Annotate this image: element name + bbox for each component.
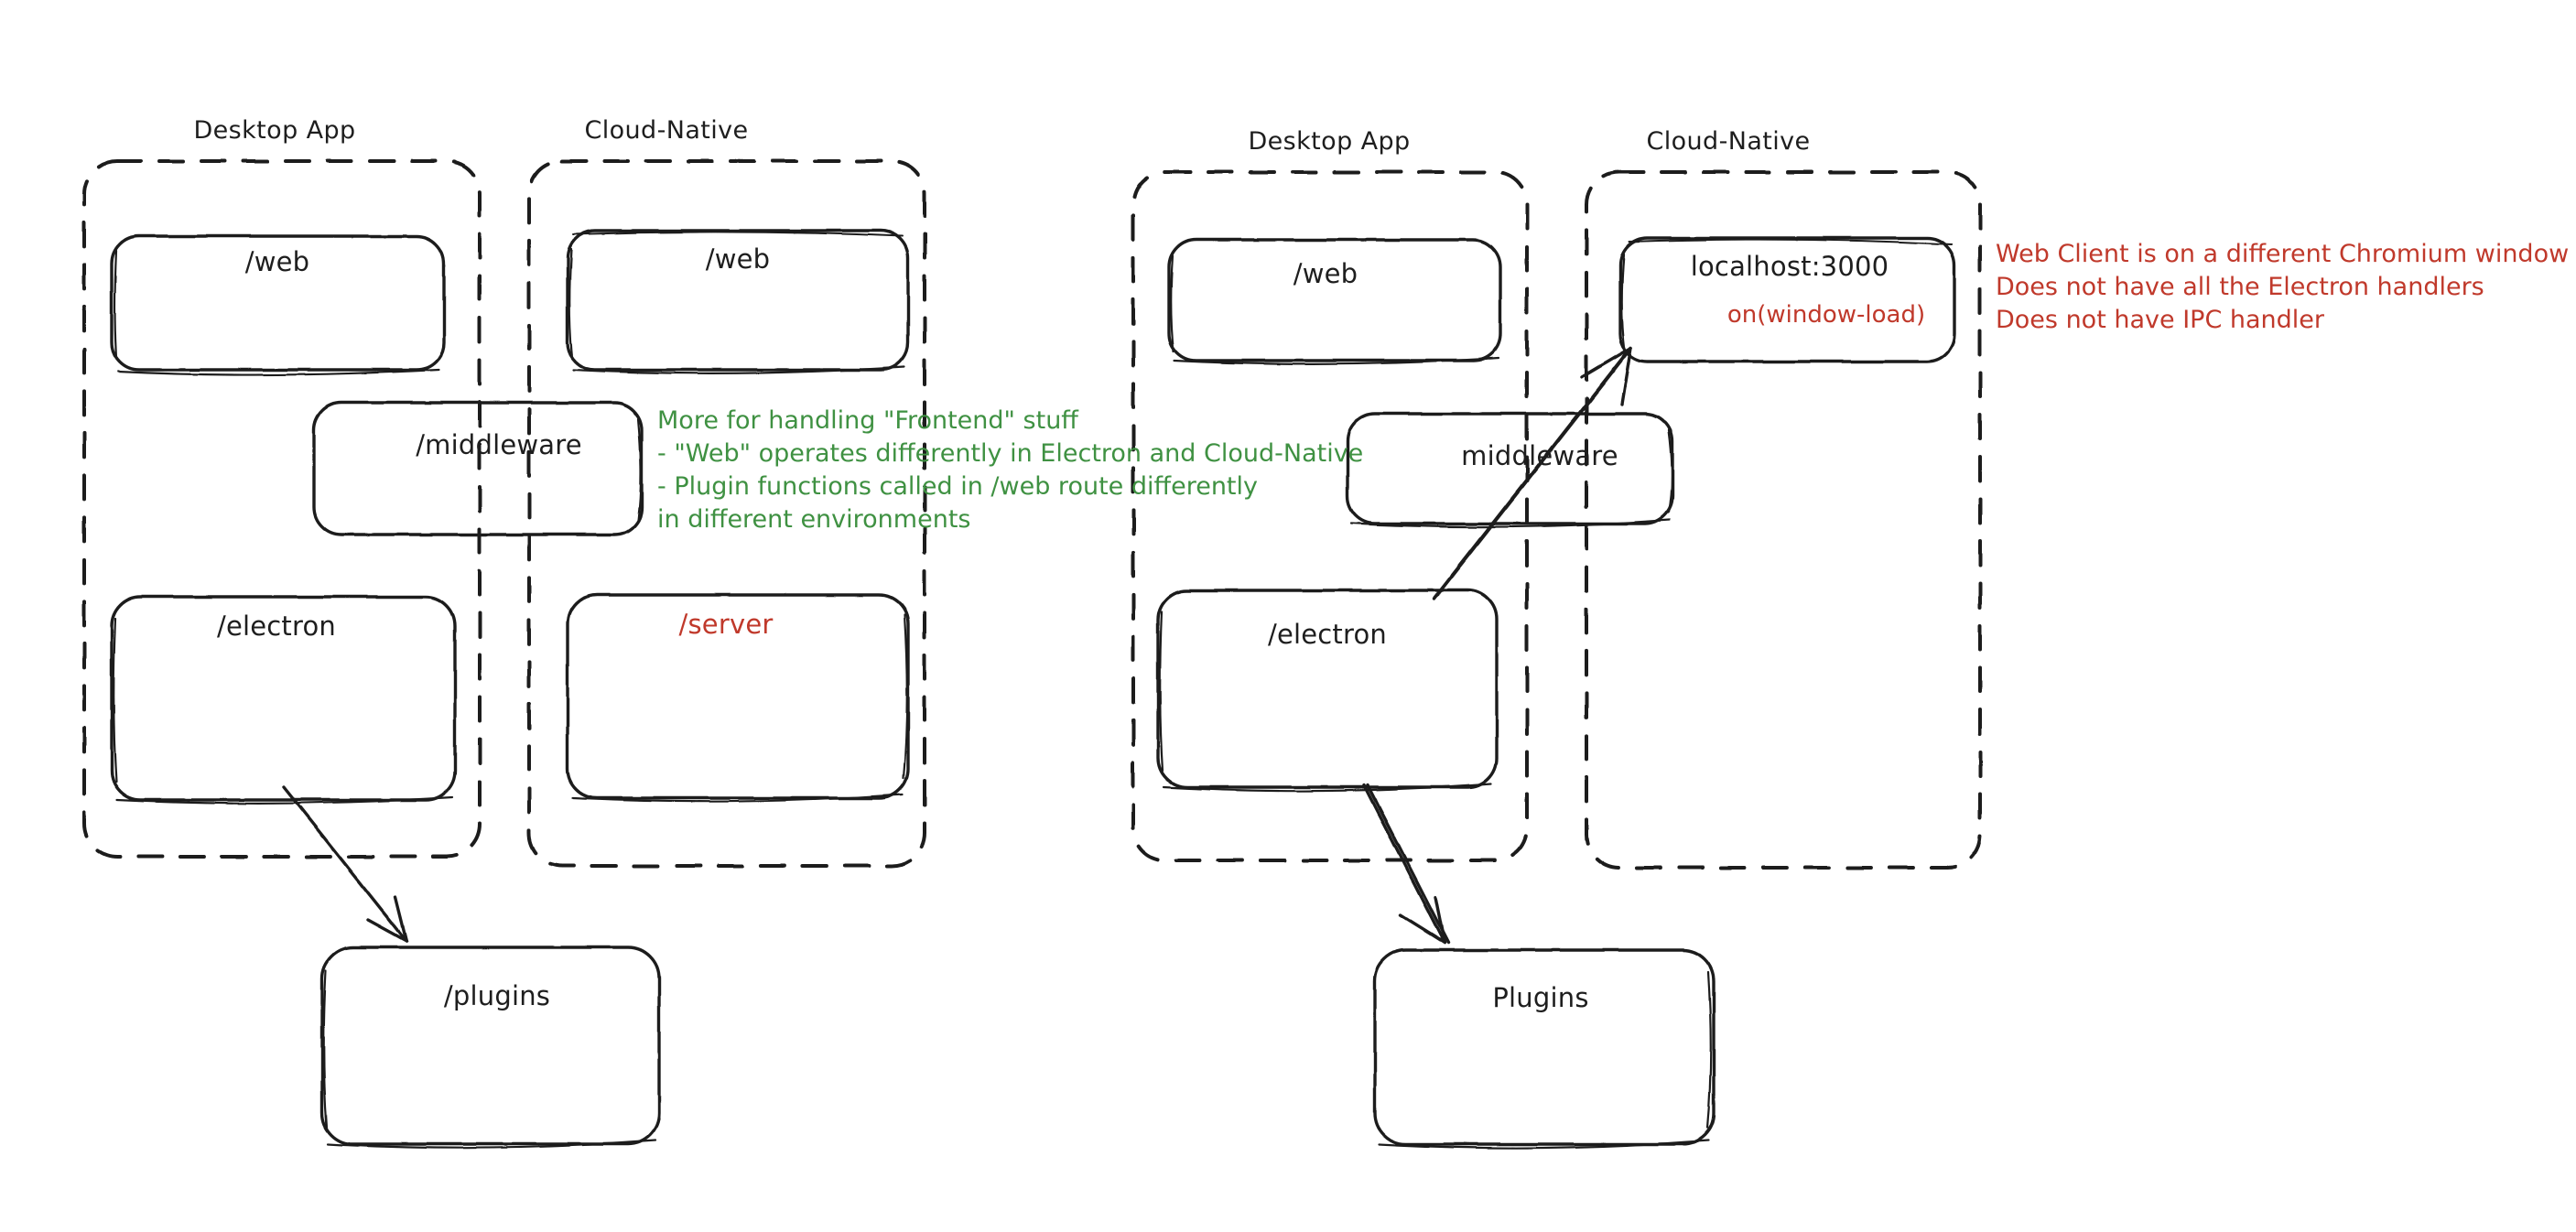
left-annotation-line-4: in different environments <box>657 504 971 534</box>
right-desktop-group-outline <box>1131 170 1529 862</box>
right-localhost-sublabel: on(window-load) <box>1726 301 1926 329</box>
right-localhost-label: localhost:3000 <box>1690 251 1889 282</box>
right-desktop-web-outline <box>1167 238 1502 365</box>
left-annotation: More for handling "Frontend" stuff - "We… <box>657 405 1363 536</box>
right-annotation: Web Client is on a different Chromium wi… <box>1996 238 2569 337</box>
right-annotation-line-3: Does not have IPC handler <box>1996 305 2325 334</box>
left-middleware-outline <box>312 401 644 536</box>
left-server-outline <box>566 593 910 803</box>
left-cloud-web-label: /web <box>705 243 771 275</box>
left-annotation-line-1: More for handling "Frontend" stuff <box>657 406 1078 435</box>
right-desktop-group-title: Desktop App <box>1248 127 1411 156</box>
left-desktop-web-outline <box>110 234 446 376</box>
left-electron-outline <box>110 595 457 805</box>
right-cloud-group-title: Cloud-Native <box>1646 127 1811 156</box>
left-annotation-line-2: - "Web" operates differently in Electron… <box>657 438 1364 468</box>
right-middleware-label: middleware <box>1461 440 1618 471</box>
right-electron-to-localhost-arrow <box>1432 346 1633 600</box>
left-cloud-group-title: Cloud-Native <box>584 116 749 145</box>
left-electron-label: /electron <box>216 611 337 642</box>
right-electron-to-plugins-arrow <box>1362 784 1450 945</box>
right-desktop-web-label: /web <box>1293 258 1358 289</box>
left-desktop-web-label: /web <box>244 246 310 277</box>
left-desktop-group-outline <box>82 159 482 859</box>
left-plugins-outline <box>320 946 661 1150</box>
right-plugins-outline <box>1373 948 1716 1150</box>
left-server-label: /server <box>678 609 774 640</box>
left-cloud-web-outline <box>566 229 910 374</box>
left-desktop-group-title: Desktop App <box>193 116 356 145</box>
right-annotation-line-2: Does not have all the Electron handlers <box>1996 272 2484 301</box>
right-electron-label: /electron <box>1267 619 1388 650</box>
left-annotation-line-3: - Plugin functions called in /web route … <box>657 471 1259 501</box>
right-plugins-label: Plugins <box>1492 982 1589 1013</box>
left-plugins-label: /plugins <box>443 980 551 1011</box>
right-cloud-group-outline <box>1585 170 1982 870</box>
right-annotation-line-1: Web Client is on a different Chromium wi… <box>1996 240 2570 268</box>
right-electron-outline <box>1156 589 1499 793</box>
left-electron-to-plugins-arrow <box>282 785 408 943</box>
left-middleware-label: /middleware <box>416 429 582 460</box>
right-middleware-outline <box>1346 412 1674 528</box>
left-cloud-group-outline <box>527 159 926 868</box>
right-localhost-outline <box>1618 236 1956 363</box>
